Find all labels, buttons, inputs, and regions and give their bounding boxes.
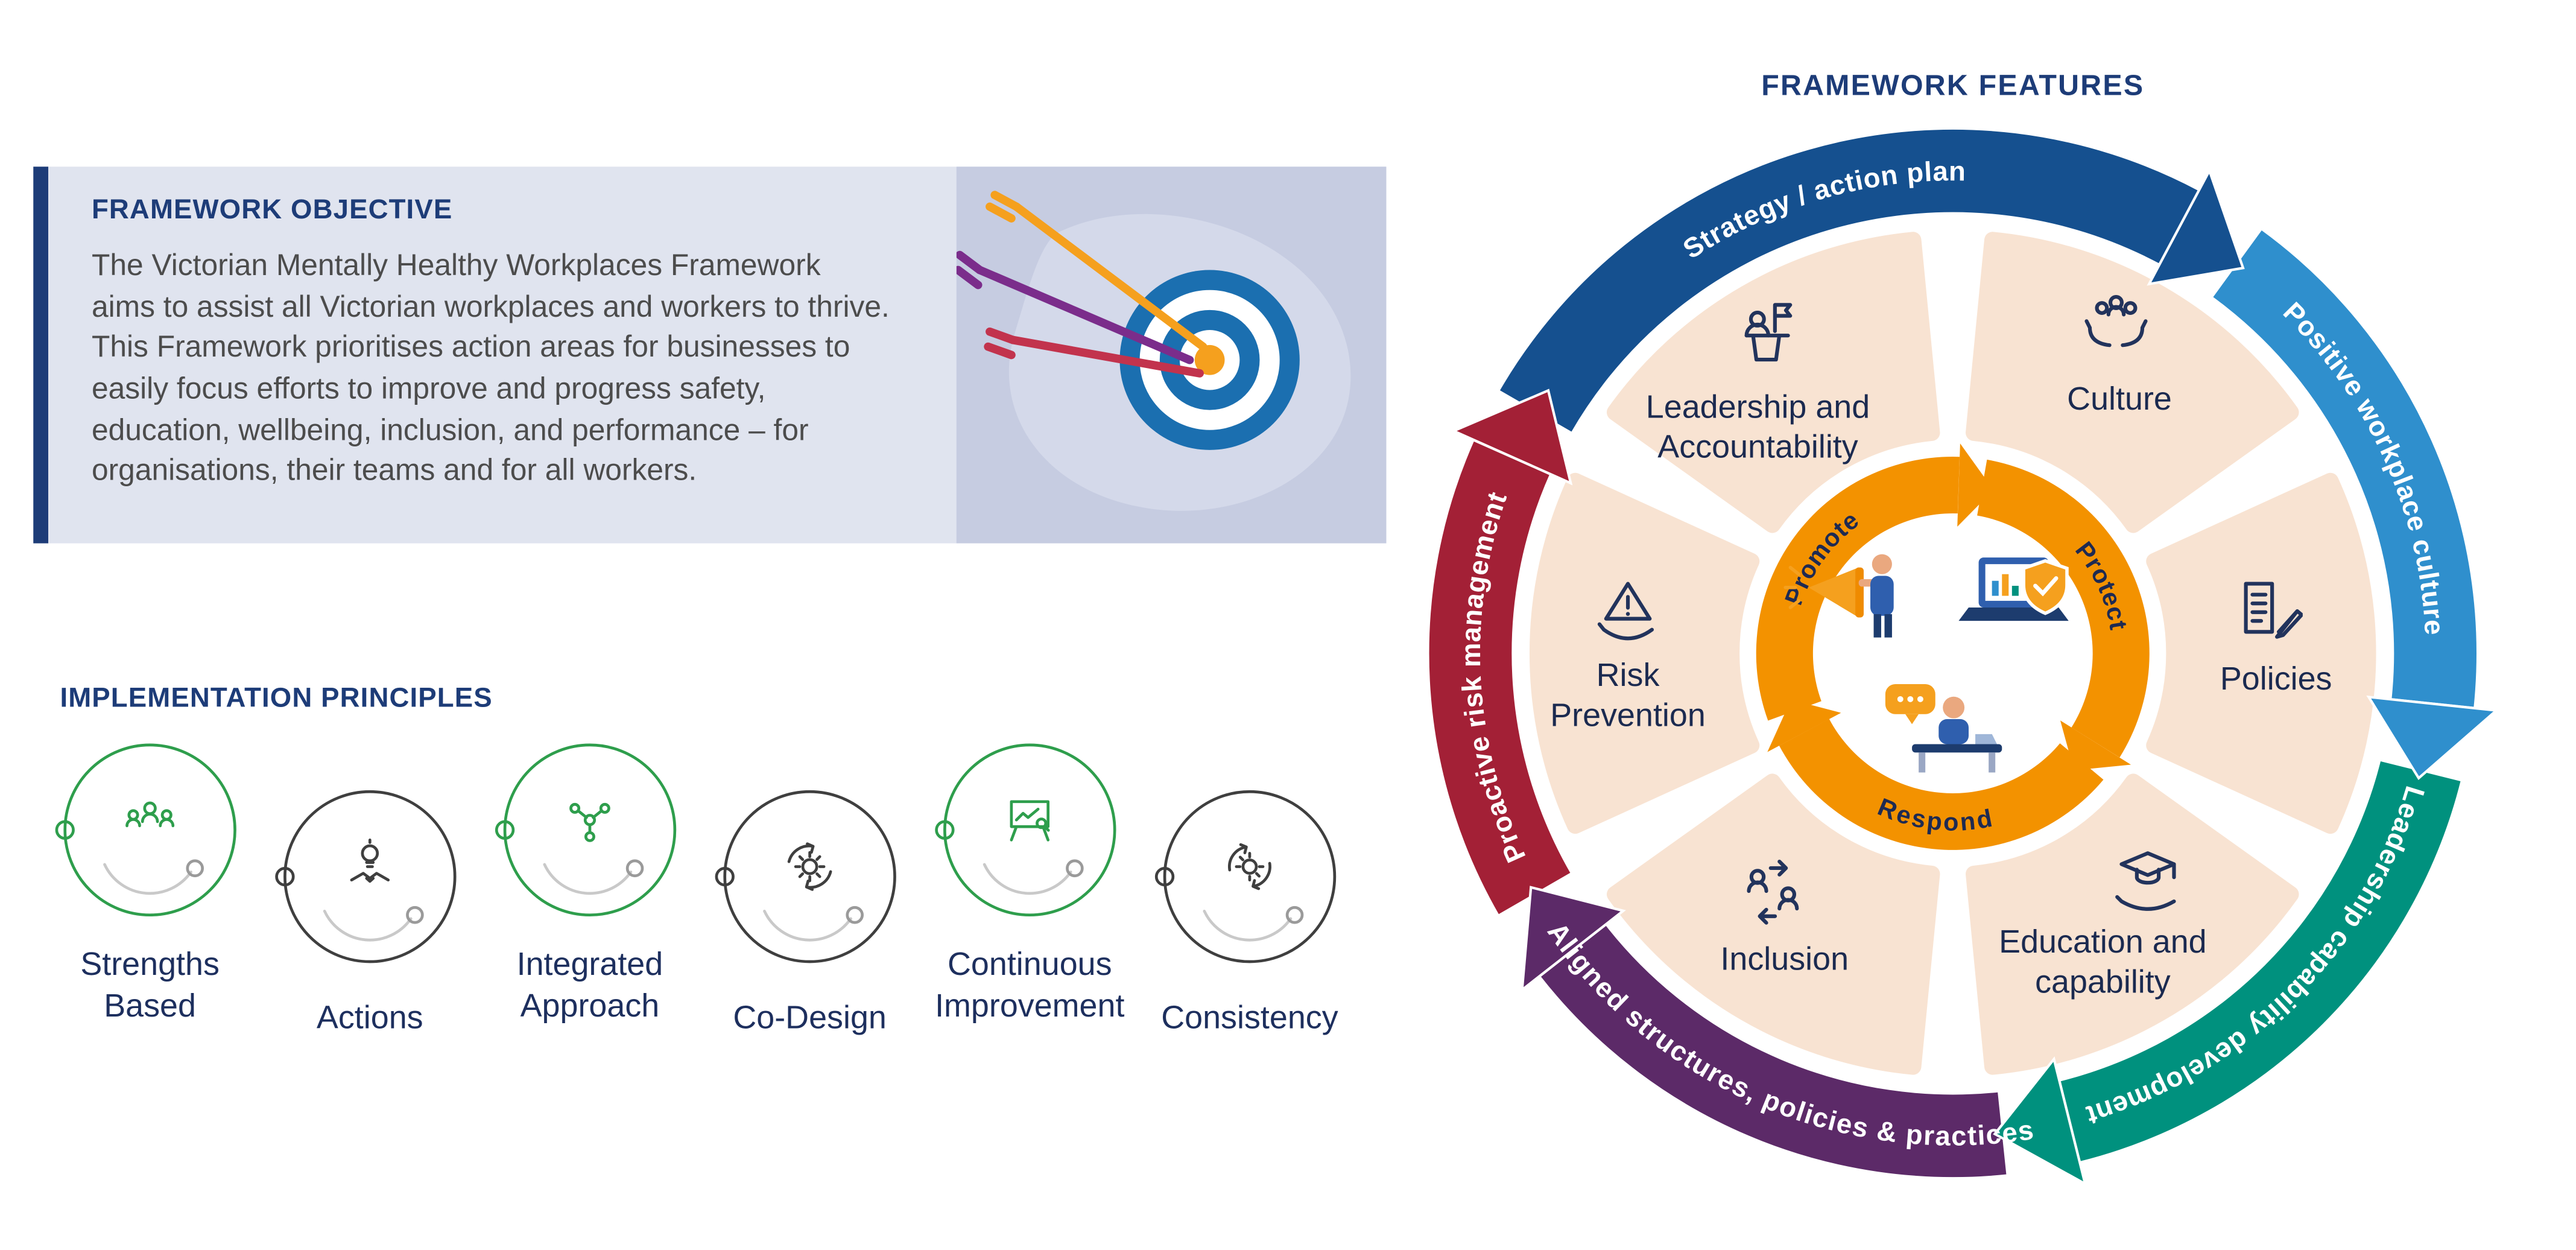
gear-cycle-icon [715, 790, 896, 963]
chart-board-icon [935, 743, 1116, 917]
principle-label: Integrated Approach [516, 947, 663, 1025]
target-arrows-illustration [956, 167, 1387, 544]
segment-label-policies: Policies [2220, 661, 2332, 699]
principle-item-strengths-based: Strengths Based [40, 730, 260, 1040]
principle-circle [930, 730, 1130, 930]
objective-body-text: The Victorian Mentally Healthy Workplace… [91, 248, 890, 487]
cycle-arrow-0 [1957, 443, 1994, 527]
principle-label: Consistency [1161, 1000, 1338, 1037]
segment-label-culture: Culture [2067, 381, 2172, 418]
handshake-idea-icon [275, 790, 457, 963]
principle-circle [50, 730, 250, 930]
principle-item-consistency: Consistency [1140, 730, 1360, 1040]
objective-title: FRAMEWORK OBJECTIVE [91, 195, 453, 225]
objective-content: FRAMEWORK OBJECTIVE The Victorian Mental… [48, 167, 957, 544]
principle-circle [710, 776, 910, 977]
segment-label-risk-prevention: Risk Prevention [1550, 658, 1706, 735]
policies-document-icon [2244, 582, 2303, 639]
network-icon [495, 743, 677, 917]
segment-label-inclusion: Inclusion [1720, 941, 1849, 979]
segment-label-leadership: Leadership and Accountability [1645, 389, 1870, 467]
wedge-segment-4 [1606, 773, 1940, 1075]
laptop-shield-icon [1958, 557, 2069, 621]
cycle-band-1 [1977, 459, 2150, 758]
principle-item-co-design: Co-Design [700, 730, 920, 1040]
wedge-segment-2 [2146, 472, 2376, 834]
dart-arrows-icon [956, 191, 1207, 378]
principle-label: Co-Design [733, 1000, 887, 1037]
wedge-segment-3 [1966, 773, 2299, 1075]
education-graduation-icon [2115, 851, 2176, 911]
wedge-segment-0 [1606, 232, 1940, 533]
cycle-band-0 [1756, 457, 1960, 721]
leadership-podium-icon [1744, 303, 1793, 362]
principles-row: Strengths Based Actions [40, 730, 1359, 1040]
cycle-band-2 [1779, 719, 2104, 850]
wedge-segment-1 [1966, 232, 2299, 533]
ring-arrow-4 [1450, 389, 1573, 486]
strengths-icon [55, 743, 236, 917]
principle-item-continuous-improvement: Continuous Improvement [920, 730, 1140, 1040]
principle-circle [490, 730, 690, 930]
culture-hands-people-icon [2084, 294, 2148, 347]
framework-objective-box: FRAMEWORK OBJECTIVE The Victorian Mental… [33, 167, 1387, 544]
ring-arrow-1 [2366, 695, 2499, 781]
cycle-arrow-1 [2060, 720, 2131, 770]
centre-illustrations [1783, 554, 2069, 773]
objective-accent-bar [33, 167, 49, 544]
ring-arrow-3 [1521, 886, 1626, 993]
ring-arrow-0 [2147, 167, 2245, 286]
framework-features-title: FRAMEWORK FEATURES [1761, 67, 2145, 101]
principle-label: Strengths Based [80, 947, 220, 1025]
objective-illustration-panel [956, 167, 1387, 544]
principle-item-actions: Actions [260, 730, 480, 1040]
wedge-segment-5 [1530, 472, 1760, 834]
consistency-gear-icon [1154, 790, 1337, 963]
principle-label: Actions [316, 1000, 423, 1037]
ring-arrow-2 [1993, 1056, 2087, 1187]
principle-circle [1150, 776, 1350, 977]
implementation-principles-title: IMPLEMENTATION PRINCIPLES [60, 682, 493, 713]
principle-item-integrated-approach: Integrated Approach [480, 730, 700, 1040]
cycle-arrow-2 [1767, 699, 1841, 752]
segment-label-education: Education and capability [1999, 924, 2207, 1002]
person-desk-icon [1885, 684, 2002, 773]
principle-label: Continuous Improvement [935, 947, 1125, 1025]
megaphone-person-icon [1783, 554, 1894, 638]
risk-warning-hand-icon [1597, 582, 1654, 641]
ring-band-0 [1496, 127, 2201, 436]
principle-circle [270, 776, 470, 977]
inclusion-people-arrows-icon [1747, 860, 1799, 925]
